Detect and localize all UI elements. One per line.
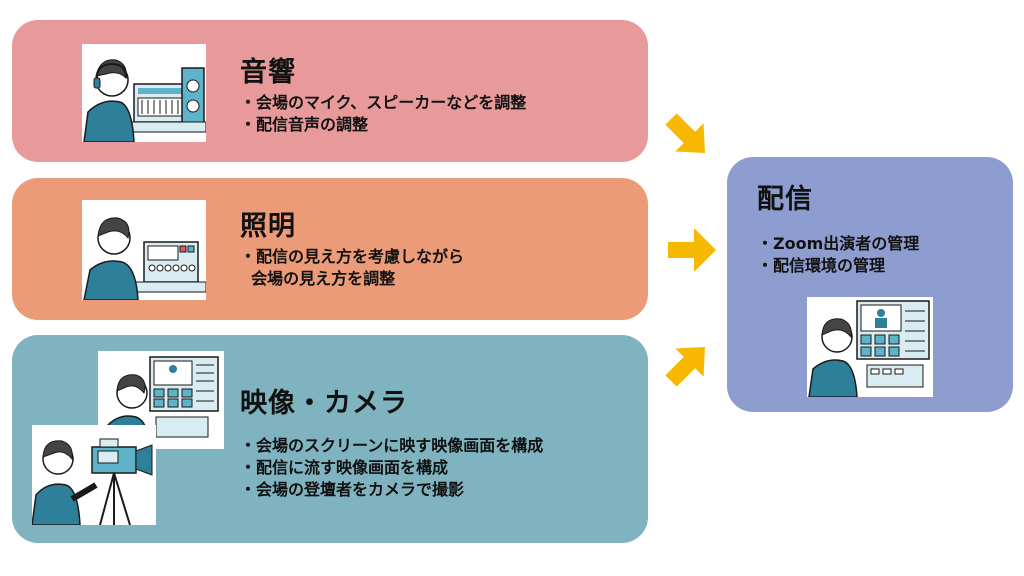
lighting-bullet: 会場の見え方を調整 [240,269,396,288]
distribution-title: 配信 [757,184,813,215]
video-bullet: ・配信に流す映像画面を構成 [240,458,449,477]
arrow-icon [665,113,705,153]
video-bullet: ・会場のスクリーンに映す映像画面を構成 [240,436,544,455]
camera-operator-illustration [32,425,156,525]
lighting-bullet: ・配信の見え方を考慮しながら [240,247,465,266]
lighting-operator-illustration [82,200,206,300]
stream-operator-illustration [807,297,933,397]
lighting-title: 照明 [240,211,296,242]
arrow-icon [668,228,716,272]
distribution-bullets: ・Zoom出演者の管理 ・配信環境の管理 [757,233,919,277]
video-panel: 映像・カメラ ・会場のスクリーンに映す映像画面を構成 ・配信に流す映像画面を構成… [12,335,648,543]
lighting-panel: 照明 ・配信の見え方を考慮しながら 会場の見え方を調整 [12,178,648,320]
sound-bullets: ・会場のマイク、スピーカーなどを調整 ・配信音声の調整 [240,92,526,136]
sound-title: 音響 [240,57,296,88]
video-title: 映像・カメラ [240,388,408,419]
lighting-bullets: ・配信の見え方を考慮しながら 会場の見え方を調整 [240,246,464,290]
distribution-bullet: ・Zoom出演者の管理 [757,234,920,253]
audio-engineer-illustration [82,44,206,142]
sound-bullet: ・会場のマイク、スピーカーなどを調整 [240,93,527,112]
video-bullet: ・会場の登壇者をカメラで撮影 [240,480,465,499]
distribution-panel: 配信 ・Zoom出演者の管理 ・配信環境の管理 [727,157,1013,412]
video-bullets: ・会場のスクリーンに映す映像画面を構成 ・配信に流す映像画面を構成 ・会場の登壇… [240,435,543,501]
sound-panel: 音響 ・会場のマイク、スピーカーなどを調整 ・配信音声の調整 [12,20,648,162]
sound-bullet: ・配信音声の調整 [240,115,369,134]
distribution-bullet: ・配信環境の管理 [757,256,886,275]
arrow-icon [665,347,705,387]
